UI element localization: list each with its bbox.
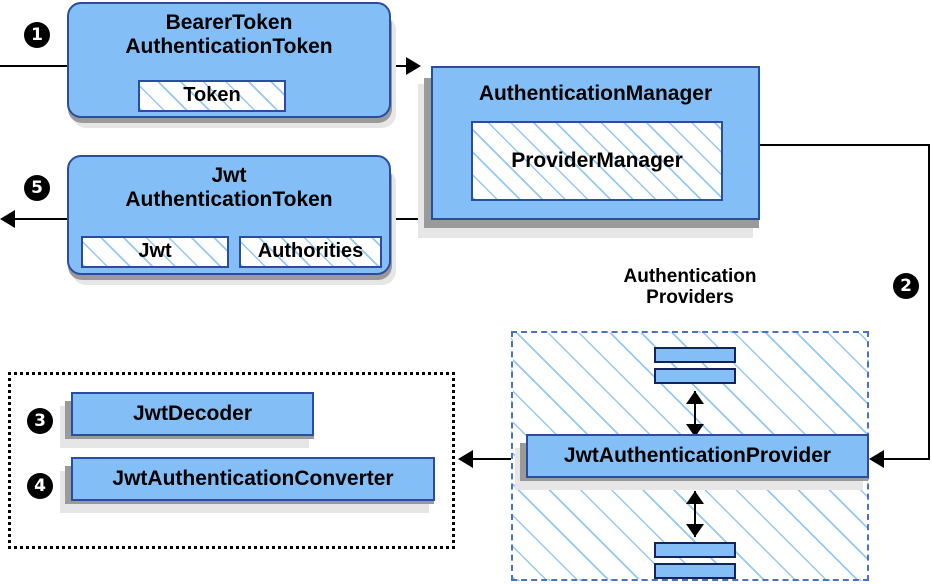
provider-placeholder-bar-3 [654,542,736,558]
connector-manager-down [928,144,930,460]
arrowhead-down-bottom [686,524,704,537]
jwt-decoder-card[interactable]: JwtDecoder [71,392,314,436]
step-badge-3: 3 [27,408,53,434]
jwt-authentication-converter-node[interactable]: JwtAuthenticationConverter [60,457,450,515]
connector-vertical-bottom [694,491,696,537]
bearer-token-card[interactable]: BearerToken AuthenticationToken Token [67,2,391,118]
providers-zone-title-line2: Providers [646,287,734,309]
bearer-token-title-line2: AuthenticationToken [125,34,333,58]
provider-placeholder-bar-1 [654,347,736,363]
connector-into-provider [884,458,930,460]
jwt-token-card[interactable]: Jwt AuthenticationToken Jwt Authorities [67,155,391,275]
bearer-token-authentication-token-node[interactable]: BearerToken AuthenticationToken Token [60,2,400,132]
providers-zone-title-line1: Authentication [623,266,757,287]
jwt-authentication-token-node[interactable]: Jwt AuthenticationToken Jwt Authorities [60,155,400,290]
arrowhead-to-support-zone [458,450,473,468]
jwt-decoder-node[interactable]: JwtDecoder [60,392,330,450]
support-components-zone [8,372,455,549]
step-badge-2: 2 [893,273,919,299]
jwt-token-inner-authorities[interactable]: Authorities [239,236,382,268]
step-badge-1: 1 [24,22,50,48]
authentication-manager-title: AuthenticationManager [478,81,713,105]
arrowhead-to-jwt-provider [869,450,884,468]
jwt-token-title-line2: AuthenticationToken [125,187,333,211]
arrowhead-to-authentication-manager [406,57,421,75]
jwt-authentication-provider-node[interactable]: JwtAuthenticationProvider [515,434,875,496]
connector-vertical-top [694,391,696,437]
connector-token-to-manager [388,65,408,67]
arrowhead-response-out [0,210,15,228]
step-badge-5: 5 [24,175,50,201]
providers-zone-title: Authentication Providers [511,266,869,309]
arrowhead-down-top [686,424,704,437]
connector-provider-to-support [473,458,521,460]
provider-manager-inner[interactable]: ProviderManager [471,121,723,201]
jwt-authentication-converter-card[interactable]: JwtAuthenticationConverter [71,457,435,501]
bearer-token-inner-token[interactable]: Token [138,80,286,112]
step-badge-4: 4 [27,473,53,499]
jwt-token-inner-jwt[interactable]: Jwt [81,236,229,268]
jwt-authentication-provider-card[interactable]: JwtAuthenticationProvider [526,434,869,478]
bearer-token-title-line1: BearerToken [165,10,293,34]
authentication-manager-node[interactable]: AuthenticationManager ProviderManager [418,66,766,241]
connector-manager-right [757,144,930,146]
jwt-token-title-line1: Jwt [211,163,247,187]
provider-placeholder-bar-4 [654,563,736,579]
authentication-manager-card[interactable]: AuthenticationManager ProviderManager [431,66,760,220]
provider-placeholder-bar-2 [654,368,736,384]
